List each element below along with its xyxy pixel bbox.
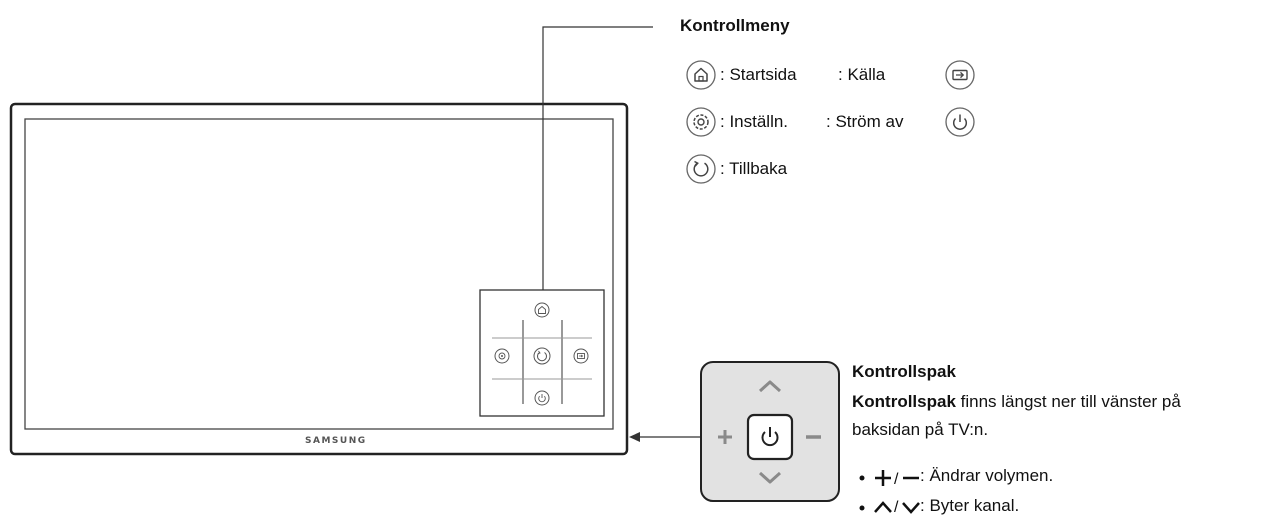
bullet-dot bbox=[859, 475, 865, 481]
menu-label-home: : Startsida bbox=[720, 65, 797, 84]
bullet-channel: ∧/∨ : Byter kanal. bbox=[920, 496, 1019, 516]
arrowhead-icon bbox=[629, 432, 640, 442]
stick-description-bold: Kontrollspak bbox=[852, 392, 956, 411]
stick-power-icon bbox=[761, 431, 779, 447]
inset-power-icon bbox=[534, 390, 550, 406]
home-icon bbox=[686, 60, 716, 90]
inset-source-icon bbox=[573, 348, 589, 364]
menu-leader-line bbox=[542, 26, 653, 290]
stick-plus-icon bbox=[718, 430, 732, 444]
menu-label-source: : Källa bbox=[838, 65, 886, 84]
control-menu-inset bbox=[479, 289, 605, 417]
gear-icon bbox=[686, 107, 716, 137]
bullet-volume-text: : Ändrar volymen. bbox=[920, 466, 1054, 485]
stick-description-line2: baksidan på TV:n. bbox=[852, 420, 989, 439]
stick-heading: Kontrollspak bbox=[852, 362, 956, 381]
return-icon bbox=[686, 154, 716, 184]
svg-text:/: / bbox=[894, 499, 899, 515]
menu-label-settings: : Inställn. bbox=[720, 112, 789, 131]
menu-heading: Kontrollmeny bbox=[680, 16, 790, 35]
stick-description-text: finns längst ner till vänster på bbox=[960, 392, 1181, 411]
channel-symbols-icon: / bbox=[874, 499, 920, 515]
tv-screen bbox=[24, 118, 614, 430]
power-icon bbox=[945, 107, 975, 137]
inset-gear-icon bbox=[494, 348, 510, 364]
menu-label-return: : Tillbaka bbox=[720, 159, 788, 178]
bullet-dot bbox=[859, 505, 865, 511]
bullet-channel-text: : Byter kanal. bbox=[920, 496, 1020, 515]
stick-down-icon bbox=[758, 471, 782, 484]
tv-brand-logo: SAMSUNG bbox=[305, 436, 367, 446]
stick-up-icon bbox=[758, 380, 782, 393]
source-icon bbox=[945, 60, 975, 90]
volume-symbols-icon: / bbox=[875, 470, 919, 488]
menu-label-power: : Ström av bbox=[826, 112, 904, 131]
tv-outer-frame bbox=[9, 102, 629, 456]
svg-text:/: / bbox=[894, 471, 899, 488]
bullet-volume: +/− : Ändrar volymen. bbox=[920, 466, 1053, 486]
control-stick-illustration bbox=[700, 361, 840, 502]
inset-home-icon bbox=[534, 302, 550, 318]
inset-return-icon bbox=[533, 347, 551, 365]
stick-description-line1: Kontrollspak finns längst ner till vänst… bbox=[852, 392, 1181, 412]
